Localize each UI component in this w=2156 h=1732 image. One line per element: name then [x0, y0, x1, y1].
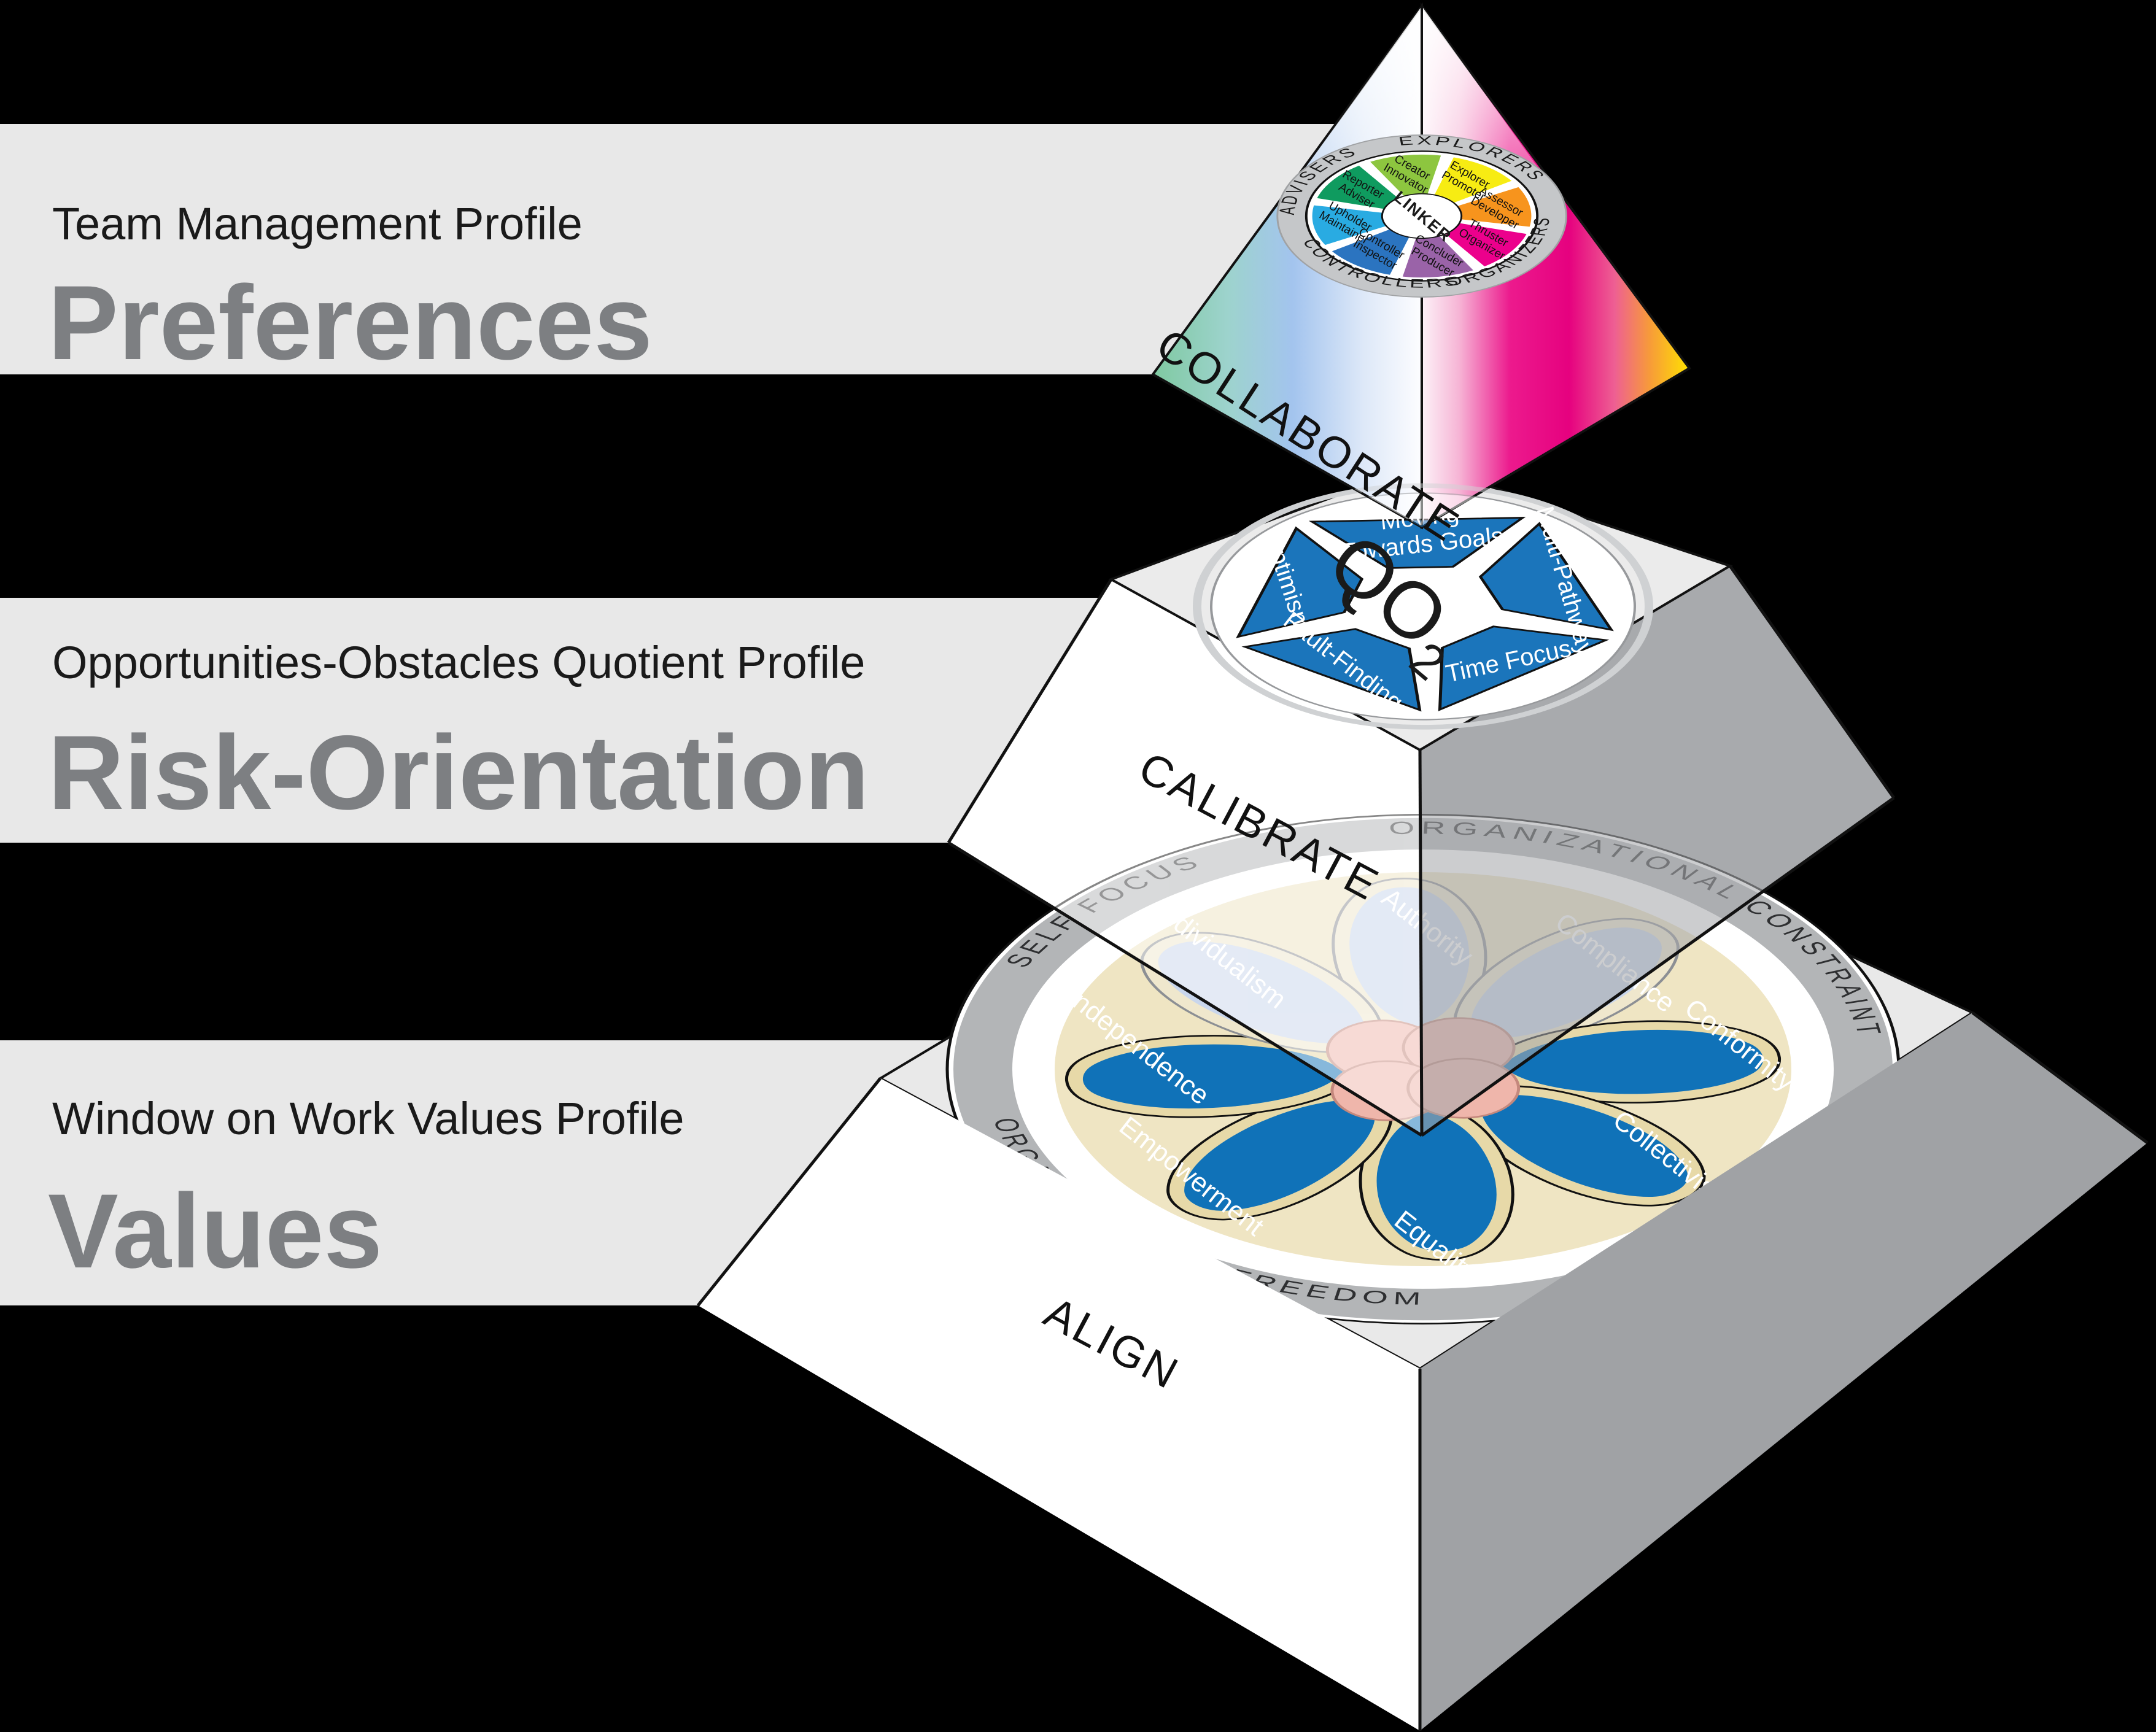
qo2-wheel: Moving Towards Goals Multi-Pathways Time… [1193, 483, 1653, 730]
tier2-risk-orientation: CALIBRATE Moving Towards Goals Mult [947, 462, 1896, 1137]
band-preferences: Team Management Profile Preferences [0, 124, 1336, 382]
qo2-segment-fault-finding [1241, 628, 1422, 712]
band-2-title: Risk-Orientation [48, 714, 869, 832]
tier2-left-bottom-edge [947, 841, 1423, 1137]
tier3-right-face [1420, 1013, 2147, 1731]
tier2-left-slope-edge [947, 578, 1113, 844]
band-1-subtitle: Team Management Profile [52, 198, 583, 249]
tier3-left-slope-edge [697, 1077, 882, 1307]
tm-wheel: ADVISERS EXPLORERS CONTROLLERS ORGANIZER… [1258, 123, 1572, 301]
tier2-right-slope-edge [1728, 565, 1896, 799]
tm-hub [1381, 193, 1463, 239]
tier2-front-edge [1418, 749, 1424, 1136]
band-values: Window on Work Values Profile Values [0, 1040, 952, 1305]
band-1-title: Preferences [48, 264, 653, 382]
tier3-right-slope-edge [1971, 1011, 2149, 1145]
band-2-subtitle: Opportunities-Obstacles Quotient Profile [52, 637, 865, 688]
tm-segments [1308, 152, 1535, 280]
band-3-subtitle: Window on Work Values Profile [52, 1093, 684, 1144]
qo2-segments [1236, 517, 1614, 712]
band-3-strip [0, 1040, 952, 1305]
band-2-strip [0, 598, 1099, 843]
qo2-segment-multi-pathways [1478, 522, 1614, 632]
band-1-strip [0, 124, 1336, 374]
tier3-left-face [698, 1078, 1420, 1731]
tier2-right-bottom-edge [1421, 796, 1895, 1137]
qo2-segment-optimism [1236, 526, 1364, 638]
band-3-title: Values [48, 1172, 382, 1290]
band-risk-orientation: Opportunities-Obstacles Quotient Profile… [0, 598, 1099, 843]
qo2-segment-time-focus [1438, 625, 1610, 711]
qo2-segment-moving-towards-goals [1308, 517, 1526, 569]
